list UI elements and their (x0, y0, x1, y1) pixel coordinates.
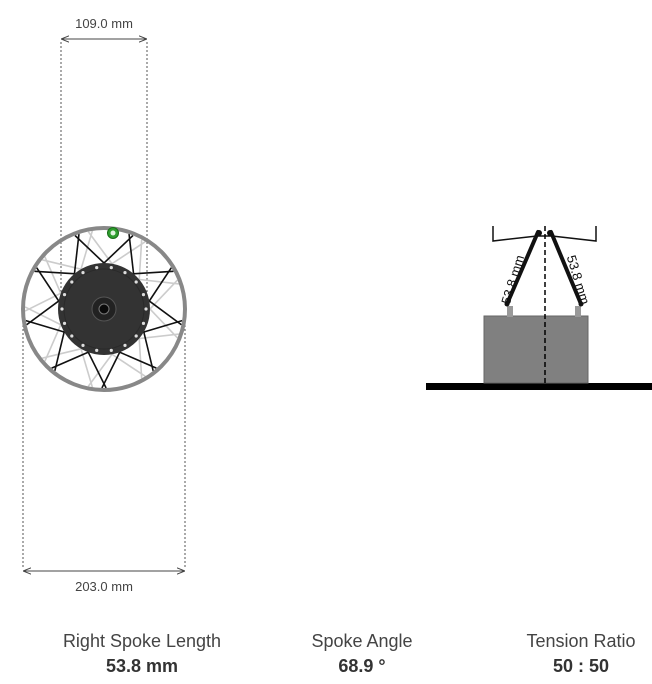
hub-hole (70, 334, 74, 338)
stat-label: Right Spoke Length (62, 631, 222, 651)
stat-value: 50 : 50 (552, 656, 610, 676)
flange-diameter-label: 203.0 mm (75, 579, 133, 594)
stat-value: 68.9 ° (338, 656, 386, 676)
front-view: 109.0 mm 203.0 mm (21, 16, 187, 594)
hub-hole (144, 307, 148, 311)
stat-tension-ratio: Tension Ratio 50 : 50 (481, 628, 652, 678)
valve-icon (107, 227, 119, 239)
left-spoke (505, 230, 540, 306)
hub-hole (123, 343, 127, 347)
rim (21, 226, 187, 392)
right-flange (575, 306, 581, 317)
hub-hole (81, 343, 85, 347)
stats-bar: Right Spoke Length 53.8 mm Spoke Angle 6… (0, 628, 652, 684)
right-spoke-label: 53.8 mm (564, 253, 593, 306)
hub-body (483, 315, 589, 384)
hub-hole (60, 307, 64, 311)
hub-hole (141, 293, 146, 297)
hub-hole (109, 266, 113, 270)
ground-line (426, 383, 652, 390)
wheel-diagram: 109.0 mm 203.0 mm (21, 16, 652, 594)
hub-hole (62, 321, 67, 325)
hub-hole (141, 321, 146, 325)
stat-right-spoke-length: Right Spoke Length 53.8 mm (42, 628, 242, 678)
left-spoke-label: 53.8 mm (498, 253, 527, 306)
hub-hole (95, 348, 99, 352)
flange-spacing-label: 109.0 mm (75, 16, 133, 31)
side-view: 53.8 mm 53.8 mm (426, 226, 652, 390)
stat-label: Tension Ratio (526, 631, 636, 651)
stat-value: 53.8 mm (105, 656, 179, 676)
hub-hole (109, 348, 113, 352)
hub-hole (134, 280, 138, 284)
hub-hole (70, 280, 74, 284)
hub-hole (62, 293, 67, 297)
right-spoke (549, 230, 583, 306)
stat-label: Spoke Angle (311, 631, 413, 651)
hub-axle (98, 303, 110, 315)
hub-spoke-holes (60, 266, 148, 352)
hub-flange-ring (63, 268, 145, 350)
left-flange (507, 306, 513, 317)
flange-diameter-dimension: 203.0 mm (22, 309, 186, 594)
hub-hole (134, 334, 138, 338)
stat-spoke-angle: Spoke Angle 68.9 ° (262, 628, 462, 678)
flange-spacing-dimension: 109.0 mm (60, 16, 148, 300)
hub-hole (95, 266, 99, 270)
hub-hole (81, 271, 85, 275)
hub-hole (123, 271, 127, 275)
